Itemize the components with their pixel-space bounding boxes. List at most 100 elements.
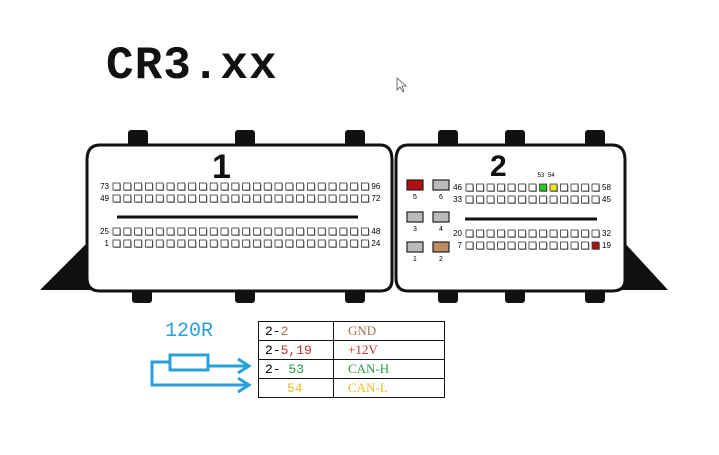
pin-number-label: 73 <box>100 182 109 191</box>
pin-4 <box>144 239 153 248</box>
connector-2-housing <box>394 130 668 303</box>
pin-54 <box>166 194 175 203</box>
pin-36 <box>231 227 240 236</box>
pin-number-label: 25 <box>100 227 109 236</box>
pin-number-label: 7 <box>458 241 463 250</box>
pin-32 <box>591 229 600 238</box>
pin-60 <box>231 194 240 203</box>
signal-cell: +12V <box>333 340 445 360</box>
pin-35 <box>486 195 495 204</box>
pin-80 <box>188 182 197 191</box>
pin-58 <box>591 183 600 192</box>
pin-17 <box>570 241 579 250</box>
pin-17 <box>285 239 294 248</box>
pin-90 <box>296 182 305 191</box>
pin-62 <box>252 194 261 203</box>
pin-number-label: 46 <box>453 183 462 192</box>
pin-number-label: 4 <box>439 226 443 233</box>
pin-number-label: 3 <box>413 226 417 233</box>
connector-1-housing <box>40 130 394 303</box>
pin-40 <box>539 195 547 204</box>
pin-8 <box>476 241 484 250</box>
power-pin-3 <box>406 211 424 223</box>
pin-number-label: 45 <box>602 195 611 204</box>
pin-18 <box>296 239 305 248</box>
pin-24 <box>507 229 516 238</box>
power-pin-1 <box>406 241 424 253</box>
pin-32 <box>188 227 197 236</box>
pin-39 <box>263 227 272 236</box>
pin-24 <box>360 239 369 248</box>
pin-85 <box>242 182 251 191</box>
pin-56 <box>188 194 197 203</box>
pin-12 <box>518 241 526 250</box>
pin-38 <box>518 195 526 204</box>
pin-71 <box>350 194 359 203</box>
pin-number-label: 5 <box>413 194 417 201</box>
pin-39 <box>528 195 537 204</box>
pin-16 <box>560 241 568 250</box>
pin-35 <box>220 227 229 236</box>
power-pin-2 <box>432 241 450 253</box>
pin-49 <box>497 183 505 192</box>
pin-50 <box>123 194 132 203</box>
mouse-cursor-icon <box>396 77 408 93</box>
pin-number-label: 48 <box>371 227 380 236</box>
pin-25 <box>518 229 526 238</box>
pin-91 <box>306 182 315 191</box>
pin-42 <box>560 195 568 204</box>
pin-86 <box>252 182 261 191</box>
pin-54 <box>549 183 558 192</box>
pin-36 <box>497 195 505 204</box>
pin-40 <box>274 227 283 236</box>
pin-23 <box>350 239 359 248</box>
pin-22 <box>486 229 495 238</box>
pin-37 <box>242 227 251 236</box>
pin-callout-label: 54 <box>548 173 555 179</box>
pin-41 <box>285 227 294 236</box>
pin-15 <box>263 239 272 248</box>
pin-55 <box>560 183 568 192</box>
pin-number-label: 19 <box>602 241 611 250</box>
pin-89 <box>285 182 294 191</box>
pin-9 <box>486 241 495 250</box>
pin-34 <box>209 227 218 236</box>
pin-10 <box>209 239 218 248</box>
pin-51 <box>518 183 526 192</box>
pin-59 <box>220 194 229 203</box>
pin-65 <box>285 194 294 203</box>
pin-44 <box>317 227 326 236</box>
pin-19 <box>306 239 315 248</box>
pin-51 <box>134 194 143 203</box>
pin-38 <box>252 227 261 236</box>
pin-25 <box>112 227 121 236</box>
pin-20 <box>465 229 474 238</box>
pin-82 <box>209 182 218 191</box>
pin-12 <box>231 239 240 248</box>
pin-2 <box>123 239 132 248</box>
pin-13 <box>242 239 251 248</box>
pin-cell: 2-5,19 <box>258 340 334 360</box>
pin-number-label: 96 <box>371 182 380 191</box>
pin-30 <box>570 229 579 238</box>
pin-49 <box>112 194 121 203</box>
pin-96 <box>360 182 369 191</box>
pin-93 <box>328 182 337 191</box>
pin-21 <box>476 229 484 238</box>
pin-63 <box>263 194 272 203</box>
pin-33 <box>198 227 207 236</box>
pin-78 <box>166 182 175 191</box>
pin-number-label: 72 <box>371 194 380 203</box>
pin-8 <box>188 239 197 248</box>
pin-number-label: 24 <box>371 239 380 248</box>
pin-53 <box>539 183 547 192</box>
pin-9 <box>198 239 207 248</box>
connector-prefix: 2- <box>265 323 281 339</box>
pin-6 <box>166 239 175 248</box>
pin-68 <box>317 194 326 203</box>
pin-53 <box>155 194 164 203</box>
pin-30 <box>166 227 175 236</box>
pin-47 <box>476 183 484 192</box>
